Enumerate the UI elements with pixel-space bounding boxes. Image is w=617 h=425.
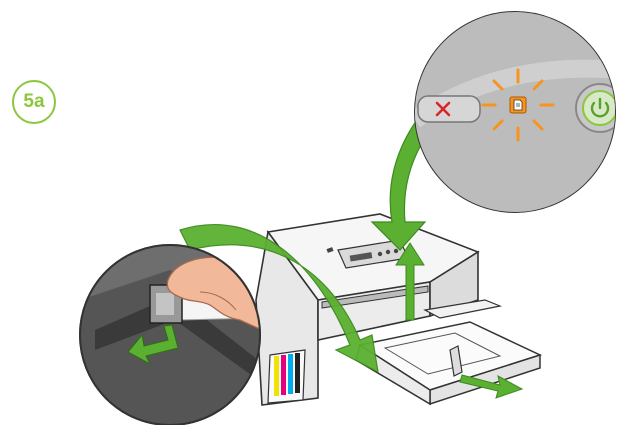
paper-slot	[321, 285, 429, 309]
resume-button	[481, 68, 555, 142]
tray-surface	[358, 321, 543, 391]
paper-guide	[449, 345, 463, 377]
step-label: 5a	[23, 91, 45, 112]
cancel-x-icon	[435, 101, 451, 117]
cancel-button	[417, 95, 481, 123]
latch-arrow	[127, 324, 179, 366]
tray-extension	[423, 299, 503, 319]
panel-button	[377, 251, 383, 257]
tray-callout-arrow	[179, 224, 379, 374]
blink-rays	[481, 68, 555, 142]
tray-latch-zoom	[79, 244, 261, 425]
panel-button	[393, 248, 399, 254]
ink-cartridges	[267, 349, 306, 404]
arrows	[395, 242, 524, 399]
tray-recess	[383, 332, 502, 375]
pull-arrow	[459, 374, 524, 399]
printer	[255, 213, 480, 406]
panel-button	[385, 249, 391, 255]
panel-display	[349, 252, 373, 262]
output-tray	[355, 299, 543, 406]
printer-side	[429, 250, 479, 318]
control-panel-zoom	[414, 11, 616, 213]
up-arrow	[395, 242, 425, 321]
brand-logo	[326, 247, 334, 253]
step-badge: 5a	[12, 80, 56, 124]
resume-document-icon	[513, 99, 523, 111]
power-icon	[590, 97, 610, 118]
